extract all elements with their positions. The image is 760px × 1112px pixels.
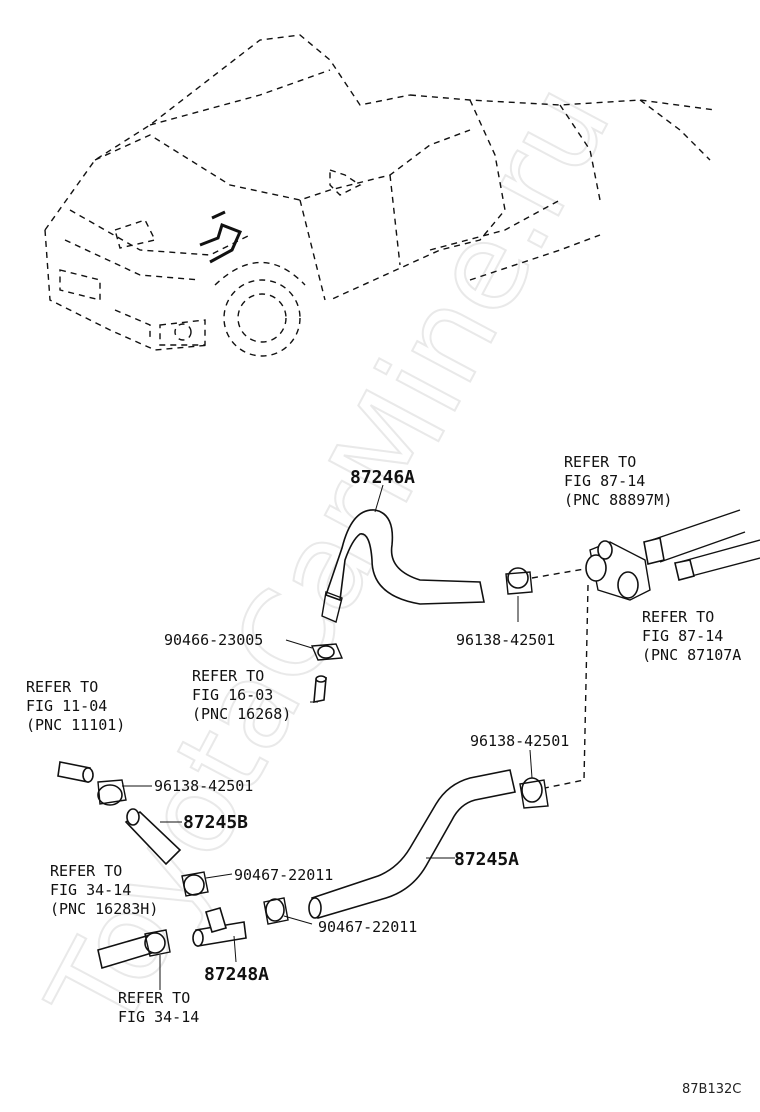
svg-text:(PNC 16283H): (PNC 16283H) [50, 900, 158, 918]
ref-11101: REFER TO FIG 11-04 (PNC 11101) [26, 678, 125, 734]
svg-text:(PNC 16268): (PNC 16268) [192, 705, 291, 723]
svg-text:(PNC 87107A: (PNC 87107A [642, 646, 741, 664]
label-87245b: 87245B [183, 812, 248, 833]
connector-dash-side [544, 584, 589, 789]
label-90467-b: 90467-22011 [318, 918, 417, 936]
hose-87246a [321, 484, 485, 623]
clamp-90467-b [263, 897, 313, 925]
svg-text:REFER TO: REFER TO [642, 608, 714, 626]
svg-text:(PNC 11101): (PNC 11101) [26, 716, 125, 734]
ref-16283h: REFER TO FIG 34-14 (PNC 16283H) [50, 862, 158, 918]
ref-88897m: REFER TO FIG 87-14 (PNC 88897M) [564, 453, 672, 509]
label-96138-top: 96138-42501 [456, 631, 555, 649]
connector-dash-top [531, 567, 591, 579]
svg-text:REFER TO: REFER TO [564, 453, 636, 471]
svg-text:FIG 34-14: FIG 34-14 [50, 881, 131, 899]
hose-87245a [308, 769, 516, 919]
clamp-96138-top [505, 567, 533, 622]
svg-text:FIG 34-14: FIG 34-14 [118, 1008, 199, 1026]
pipe-11101 [57, 761, 94, 783]
washer-pipes [643, 509, 760, 581]
svg-text:REFER TO: REFER TO [50, 862, 122, 880]
svg-text:FIG 11-04: FIG 11-04 [26, 697, 107, 715]
hose-87245b [124, 808, 182, 866]
svg-text:REFER TO: REFER TO [192, 667, 264, 685]
label-87248a: 87248A [204, 964, 269, 985]
label-90466-23005: 90466-23005 [164, 631, 263, 649]
pipe-16283h [97, 929, 171, 990]
ref-87107a: REFER TO FIG 87-14 (PNC 87107A [642, 608, 741, 664]
ref-16268: REFER TO FIG 16-03 (PNC 16268) [192, 667, 291, 723]
vehicle-illustration [44, 34, 716, 357]
label-87246a: 87246A [350, 467, 415, 488]
label-96138-left: 96138-42501 [154, 777, 253, 795]
clamp-96138-mid [519, 749, 549, 809]
svg-text:REFER TO: REFER TO [26, 678, 98, 696]
clamp-90467-a [181, 871, 233, 897]
label-96138-mid: 96138-42501 [470, 732, 569, 750]
svg-text:FIG 87-14: FIG 87-14 [564, 472, 645, 490]
label-90467-a: 90467-22011 [234, 866, 333, 884]
clamp-90466-23005 [285, 639, 344, 661]
svg-text:REFER TO: REFER TO [118, 989, 190, 1007]
joint-87248a [192, 907, 247, 963]
ref-34-14: REFER TO FIG 34-14 [118, 989, 199, 1026]
label-87245a: 87245A [454, 849, 519, 870]
svg-text:FIG 87-14: FIG 87-14 [642, 627, 723, 645]
svg-text:FIG 16-03: FIG 16-03 [192, 686, 273, 704]
connector-block [585, 540, 651, 601]
pipe-16268 [310, 675, 327, 703]
svg-text:(PNC 88897M): (PNC 88897M) [564, 491, 672, 509]
figure-code: 87B132C [682, 1082, 741, 1097]
clamp-96138-left [97, 779, 152, 806]
